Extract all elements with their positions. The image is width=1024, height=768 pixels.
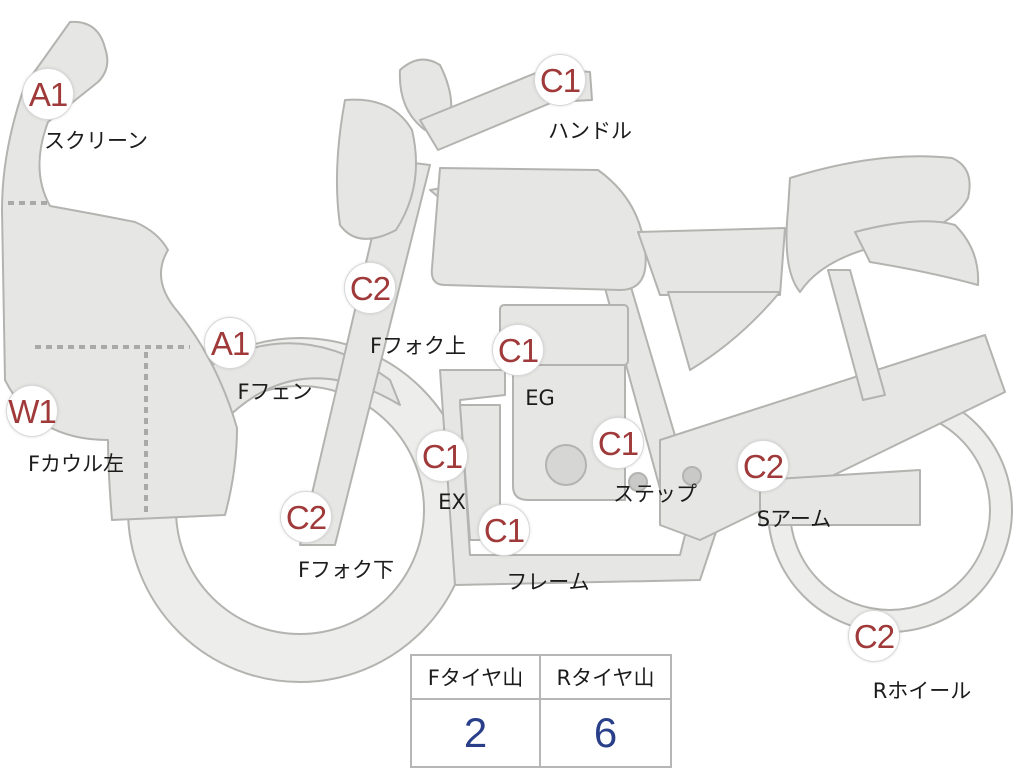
part-label-engine: EG (525, 386, 555, 410)
front-tread-value: 2 (412, 700, 541, 766)
part-label-ffork-lower: Fフォク下 (297, 558, 395, 582)
part-label-handle: ハンドル (548, 119, 632, 143)
grade-badge-screen: A1 (22, 68, 74, 120)
grade-badge-ffender: A1 (204, 317, 256, 369)
part-label-step: ステップ (613, 482, 697, 506)
rear-tread-value: 6 (593, 709, 618, 756)
grade-badge-fcowl-left: W1 (6, 385, 58, 437)
tire-tread-table: Fタイヤ山 Rタイヤ山 2 6 (410, 654, 672, 768)
grade-badge-rwheel: C2 (848, 610, 900, 662)
grade-badge-step: C1 (592, 417, 644, 469)
part-label-ffork-upper: Fフォク上 (369, 334, 467, 358)
grade-badge-frame: C1 (478, 504, 530, 556)
part-label-screen: スクリーン (44, 129, 148, 153)
swingarm (659, 334, 1006, 541)
part-label-fcowl-left: Fカウル左 (27, 452, 125, 476)
grade-badge-exhaust: C1 (416, 430, 468, 482)
headlight (335, 98, 417, 240)
part-label-ffender: Fフェン (237, 380, 313, 404)
part-label-frame: フレーム (506, 570, 590, 594)
fuel-tank (430, 167, 647, 291)
part-label-exhaust: EX (438, 490, 466, 514)
part-label-rwheel: Rホイール (872, 679, 972, 703)
front-tread-header: Fタイヤ山 (412, 656, 541, 700)
grade-badge-ffork-upper: C2 (344, 262, 396, 314)
part-label-swingarm: Sアーム (756, 507, 832, 531)
grade-badge-ffork-lower: C2 (280, 491, 332, 543)
rear-tread-header: Rタイヤ山 (541, 656, 670, 700)
grade-badge-handle: C1 (534, 54, 586, 106)
grade-badge-engine: C1 (492, 324, 544, 376)
grade-badge-swingarm: C2 (737, 440, 789, 492)
